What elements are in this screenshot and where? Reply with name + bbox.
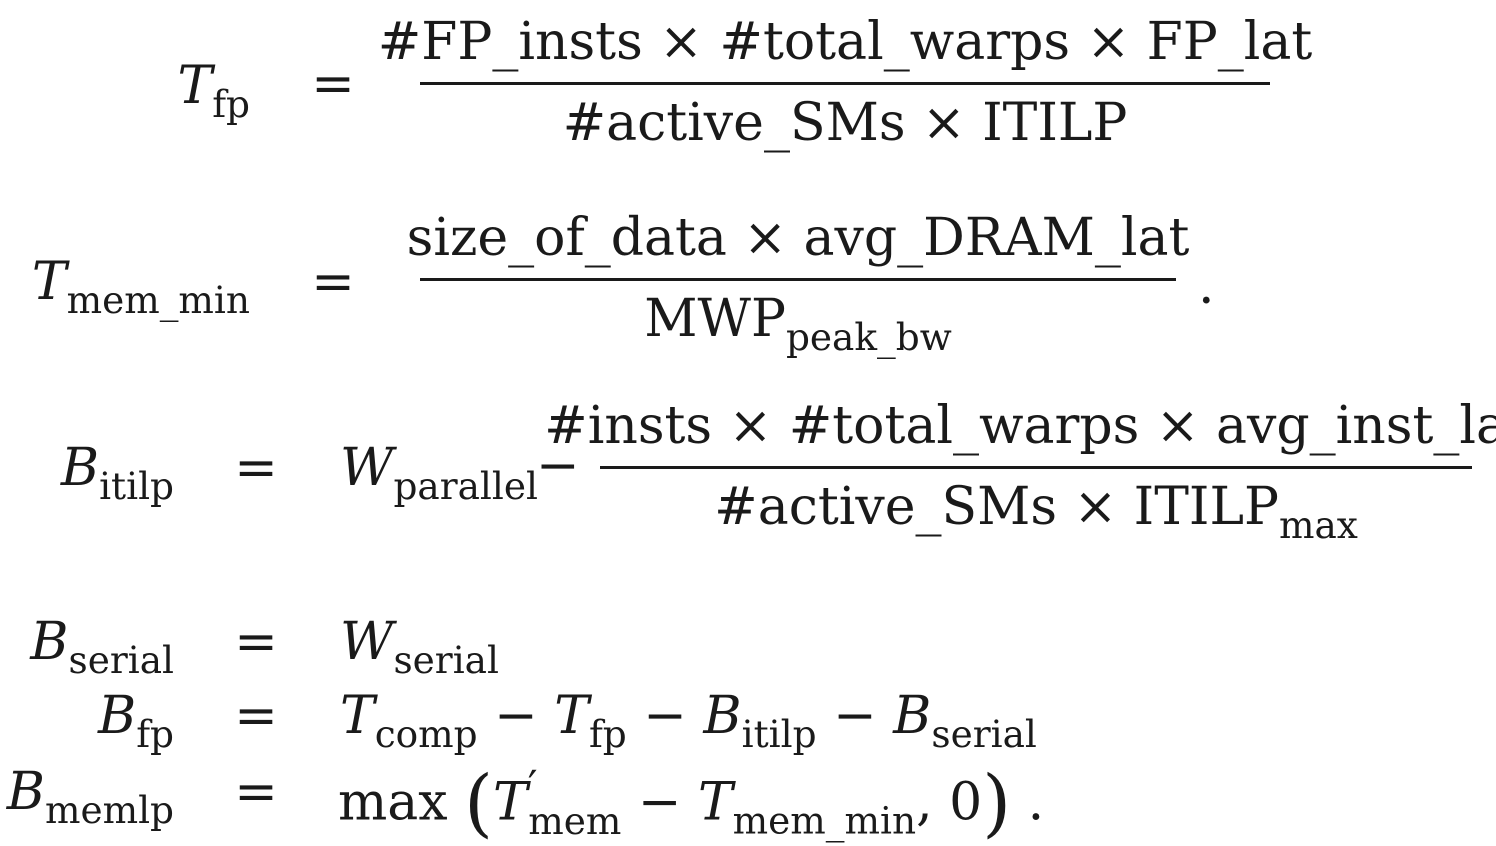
equals-sign: = <box>234 438 278 498</box>
var-subscript: mem <box>528 798 622 843</box>
equals-sign: = <box>234 686 278 746</box>
var-subscript: parallel <box>393 464 538 509</box>
var-symbol: T <box>697 772 733 833</box>
lhs-b-itilp: Bitilp <box>61 442 174 505</box>
fraction-t-mem-min: size_of_data × avg_DRAM_lat MWPpeak_bw <box>407 212 1190 356</box>
fraction-bar <box>420 278 1176 281</box>
rhs-b-fp: Tcomp − Tfp − Bitilp − Bserial <box>340 690 1037 753</box>
var-symbol: W <box>340 612 394 672</box>
denominator-subscript: max <box>1278 503 1358 548</box>
var-subscript: fp <box>136 712 174 757</box>
minus-sign: − <box>643 686 687 746</box>
var-symbol: B <box>97 686 137 746</box>
var-subscript: itilp <box>99 464 174 509</box>
var-subscript: serial <box>393 638 499 683</box>
zero: 0 <box>949 772 983 833</box>
var-subscript: mem_min <box>732 798 917 843</box>
denominator-main: MWP <box>644 289 786 349</box>
lhs-t-mem-min: Tmem_min <box>32 256 250 319</box>
fraction-bar <box>600 466 1472 469</box>
var-symbol: T <box>177 56 213 116</box>
var-symbol: B <box>703 686 742 746</box>
denominator: #active_SMs × ITILPmax <box>712 481 1360 544</box>
numerator: #insts × #total_warps × avg_inst_lat <box>544 396 1496 456</box>
denominator: #active_SMs × ITILP <box>562 93 1128 153</box>
var-subscript: mem_min <box>66 278 250 323</box>
var-symbol: T <box>340 686 375 746</box>
lhs-b-serial: Bserial <box>30 616 174 679</box>
minus-sign: − <box>637 772 682 833</box>
equals-sign: = <box>311 54 355 114</box>
equals-sign: = <box>311 252 355 312</box>
denominator-main: #active_SMs × ITILP <box>714 477 1279 537</box>
var-subscript: itilp <box>741 712 817 757</box>
fraction-b-itilp: #insts × #total_warps × avg_inst_lat #ac… <box>544 400 1496 544</box>
var-subscript: comp <box>374 712 478 757</box>
right-paren: ) <box>982 760 1012 846</box>
rhs-w-serial: Wserial <box>340 616 499 679</box>
var-symbol: T <box>31 252 67 312</box>
left-paren: ( <box>464 760 494 846</box>
minus-sign: − <box>833 686 877 746</box>
var-symbol: W <box>340 438 394 498</box>
var-symbol: B <box>893 686 932 746</box>
var-subscript: serial <box>68 638 175 683</box>
numerator: size_of_data × avg_DRAM_lat <box>406 208 1190 268</box>
period: . <box>1027 772 1045 833</box>
fraction-t-fp: #FP_insts × #total_warps × FP_lat #activ… <box>378 16 1313 153</box>
period: . <box>1198 256 1215 316</box>
var-subscript: serial <box>931 712 1037 757</box>
denominator-subscript: peak_bw <box>785 315 952 360</box>
minus-sign: − <box>536 436 580 496</box>
var-subscript: fp <box>212 82 250 127</box>
lhs-t-fp: Tfp <box>178 60 251 123</box>
minus-sign: − <box>494 686 538 746</box>
var-symbol: T <box>554 686 589 746</box>
rhs-b-memlp: max (T′mem − Tmem_min, 0) . <box>338 765 1044 840</box>
term-w-parallel: Wparallel <box>340 442 538 505</box>
var-symbol: B <box>30 612 69 672</box>
fraction-bar <box>420 82 1270 85</box>
equals-sign: = <box>234 612 278 672</box>
max-function: max <box>338 772 448 833</box>
prime-mark: ′ <box>527 762 538 812</box>
comma: , <box>916 772 933 833</box>
denominator: MWPpeak_bw <box>642 293 953 356</box>
var-symbol: B <box>6 762 45 822</box>
var-subscript: fp <box>588 712 627 757</box>
numerator: #FP_insts × #total_warps × FP_lat <box>377 12 1313 72</box>
lhs-b-memlp: Bmemlp <box>7 766 174 829</box>
var-symbol: T <box>493 772 528 833</box>
var-symbol: B <box>60 438 100 498</box>
lhs-b-fp: Bfp <box>98 690 174 753</box>
var-subscript: memlp <box>44 788 174 833</box>
equals-sign: = <box>234 762 278 822</box>
